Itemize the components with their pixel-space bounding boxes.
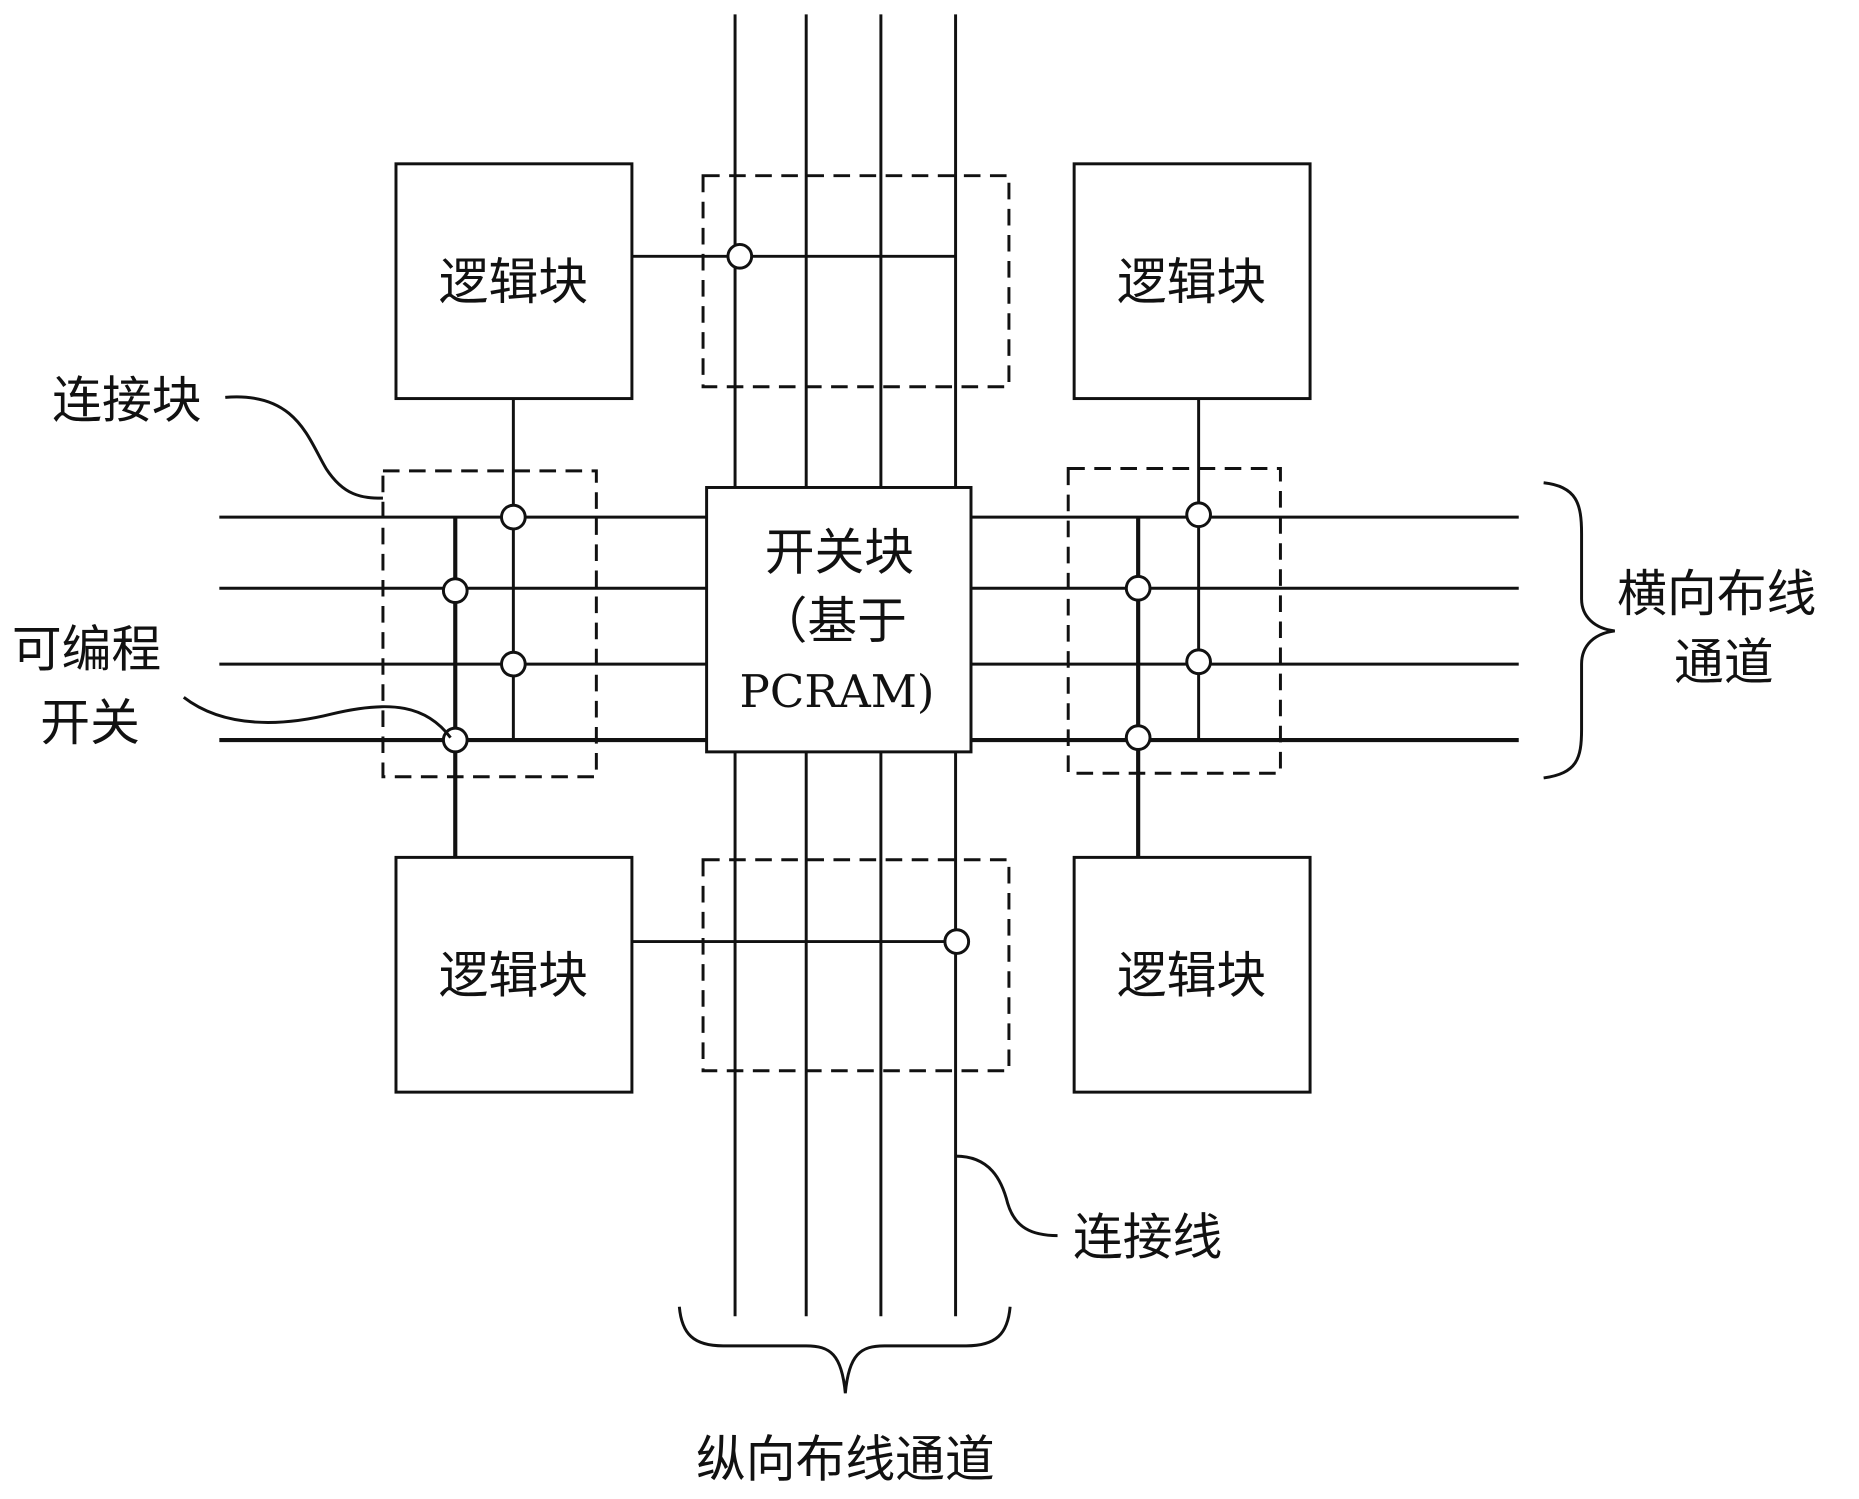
- programmable-switch: [1126, 726, 1150, 750]
- vertical-channel-label: 纵向布线通道: [696, 1430, 995, 1488]
- programmable-switch: [443, 579, 467, 603]
- programmable-switch: [1187, 503, 1211, 527]
- logic-block-label: 逻辑块: [439, 253, 588, 311]
- logic-block-label: 逻辑块: [1117, 947, 1266, 1005]
- connection-block-label: 连接块: [52, 372, 201, 430]
- logic-block-top-right: 逻辑块: [1074, 164, 1310, 399]
- connection-line-leader: [956, 1156, 1058, 1235]
- vertical-channel-brace: [679, 1307, 1010, 1394]
- horizontal-channel-label-line1: 横向布线: [1617, 565, 1816, 623]
- logic-block-top-left: 逻辑块: [396, 164, 632, 399]
- programmable-switch: [1126, 576, 1150, 600]
- logic-block-bottom-left: 逻辑块: [396, 857, 632, 1092]
- programmable-switch: [502, 652, 526, 676]
- horizontal-channel-label-line2: 通道: [1674, 634, 1774, 692]
- programmable-switch: [728, 244, 752, 268]
- programmable-switch-leader: [184, 697, 451, 737]
- logic-block-label: 逻辑块: [1117, 253, 1266, 311]
- switch-block: 开关块 （基于 PCRAM): [707, 487, 971, 751]
- logic-block-bottom-right: 逻辑块: [1074, 857, 1310, 1092]
- programmable-switch-label-line2: 开关: [40, 694, 140, 752]
- switch-block-line1: 开关块: [765, 523, 914, 581]
- connection-block-right: [1068, 469, 1280, 774]
- connection-block-bottom: [703, 860, 1009, 1071]
- switch-block-line2: （基于: [758, 592, 907, 650]
- switch-block-line3: PCRAM): [740, 665, 935, 718]
- programmable-switch-label-line1: 可编程: [12, 621, 161, 679]
- connection-block-top: [703, 176, 1009, 387]
- horizontal-channel-brace: [1544, 483, 1615, 778]
- programmable-switch: [1187, 650, 1211, 674]
- connection-line-label: 连接线: [1073, 1209, 1222, 1267]
- programmable-switch: [502, 505, 526, 529]
- logic-block-label: 逻辑块: [439, 947, 588, 1005]
- connection-block-leader: [225, 397, 383, 498]
- programmable-switch: [945, 930, 969, 954]
